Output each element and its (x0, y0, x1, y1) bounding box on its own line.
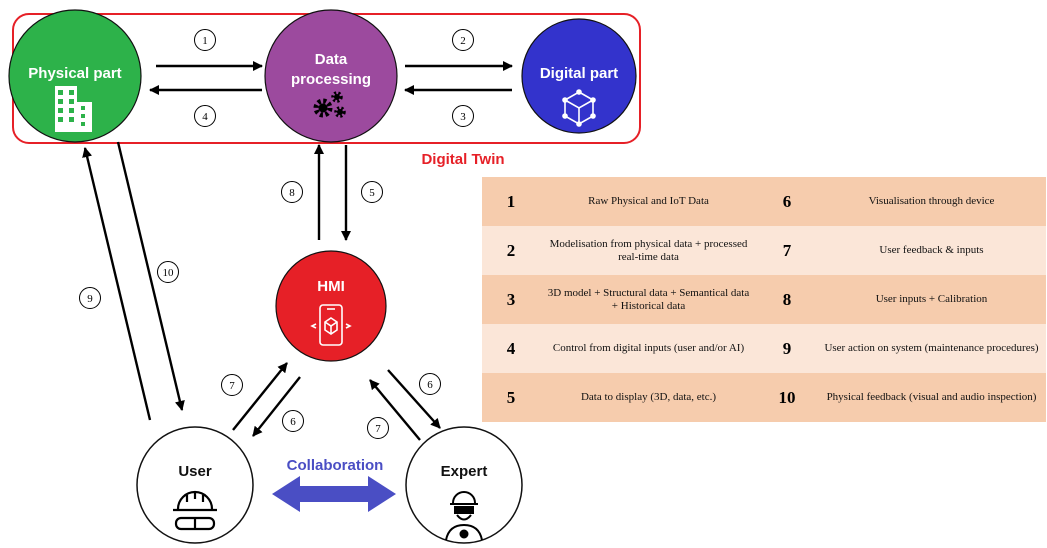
hmi-node: HMI (275, 250, 387, 362)
expert-helmet-icon (445, 491, 483, 541)
legend-description: Modelisation from physical data + proces… (540, 226, 757, 275)
legend-number: 8 (757, 275, 817, 324)
svg-text:2: 2 (460, 35, 466, 47)
data-processing-label-2: processing (291, 71, 371, 88)
legend-table: 1 Raw Physical and IoT Data 6 Visualisat… (482, 177, 1046, 422)
badge-6-expert: 6 (419, 373, 441, 395)
arrow-7-user (232, 362, 288, 431)
legend-description: User feedback & inputs (817, 226, 1046, 275)
legend-number: 10 (757, 373, 817, 422)
legend-description: 3D model + Structural data + Semantical … (540, 275, 757, 324)
legend-description: Control from digital inputs (user and/or… (540, 324, 757, 373)
badge-10: 10 (157, 261, 179, 283)
legend-row: 1 Raw Physical and IoT Data 6 Visualisat… (482, 177, 1046, 226)
arrow-7-expert (369, 379, 421, 441)
svg-text:10: 10 (163, 267, 175, 279)
legend-number: 2 (482, 226, 540, 275)
physical-part-node: Physical part (8, 9, 142, 143)
svg-text:7: 7 (229, 380, 235, 392)
hmi-label: HMI (317, 278, 345, 295)
badge-2: 2 (452, 29, 474, 51)
building-icon (55, 86, 92, 132)
svg-text:6: 6 (290, 416, 296, 428)
legend-description: Raw Physical and IoT Data (540, 177, 757, 226)
legend-description: Visualisation through device (817, 177, 1046, 226)
badge-5: 5 (361, 181, 383, 203)
cube-network-icon (562, 89, 596, 127)
badge-3: 3 (452, 105, 474, 127)
legend-row: 3 3D model + Structural data + Semantica… (482, 275, 1046, 324)
digital-part-label: Digital part (540, 65, 618, 82)
legend-number: 7 (757, 226, 817, 275)
expert-node: Expert (405, 426, 523, 544)
user-node: User (136, 426, 254, 544)
badge-7-user: 7 (221, 374, 243, 396)
legend-number: 9 (757, 324, 817, 373)
legend-number: 5 (482, 373, 540, 422)
badge-7-expert: 7 (367, 417, 389, 439)
hard-hat-goggles-icon (173, 490, 217, 531)
legend-row: 4 Control from digital inputs (user and/… (482, 324, 1046, 373)
svg-text:6: 6 (427, 379, 433, 391)
arrow-6-expert (387, 369, 441, 429)
legend-description: User inputs + Calibration (817, 275, 1046, 324)
legend-number: 6 (757, 177, 817, 226)
smartphone-ar-icon (310, 304, 352, 346)
data-processing-node: Data processing (264, 9, 398, 143)
collaboration-arrow (272, 476, 396, 512)
legend-description: User action on system (maintenance proce… (817, 324, 1046, 373)
arrow-10 (116, 141, 185, 411)
badge-8: 8 (281, 181, 303, 203)
badge-9: 9 (79, 287, 101, 309)
badge-1: 1 (194, 29, 216, 51)
svg-text:8: 8 (289, 187, 295, 199)
digital-part-node: Digital part (521, 18, 637, 134)
collaboration-label: Collaboration (287, 457, 384, 474)
arrow-6-user (252, 376, 301, 437)
svg-text:4: 4 (202, 111, 208, 123)
arrow-9 (82, 147, 152, 421)
svg-text:3: 3 (460, 111, 466, 123)
data-processing-label-1: Data (315, 51, 348, 68)
gears-icon (313, 91, 346, 118)
expert-label: Expert (441, 463, 488, 480)
legend-row: 5 Data to display (3D, data, etc.) 10 Ph… (482, 373, 1046, 422)
svg-text:5: 5 (369, 187, 375, 199)
badge-6-user: 6 (282, 410, 304, 432)
legend-row: 2 Modelisation from physical data + proc… (482, 226, 1046, 275)
legend-number: 1 (482, 177, 540, 226)
legend-number: 3 (482, 275, 540, 324)
badge-4: 4 (194, 105, 216, 127)
legend-description: Physical feedback (visual and audio insp… (817, 373, 1046, 422)
legend-number: 4 (482, 324, 540, 373)
user-label: User (178, 463, 212, 480)
svg-text:7: 7 (375, 423, 381, 435)
digital-twin-label: Digital Twin (421, 151, 504, 168)
legend-description: Data to display (3D, data, etc.) (540, 373, 757, 422)
svg-text:1: 1 (202, 35, 208, 47)
physical-part-label: Physical part (28, 65, 121, 82)
svg-text:9: 9 (87, 293, 93, 305)
